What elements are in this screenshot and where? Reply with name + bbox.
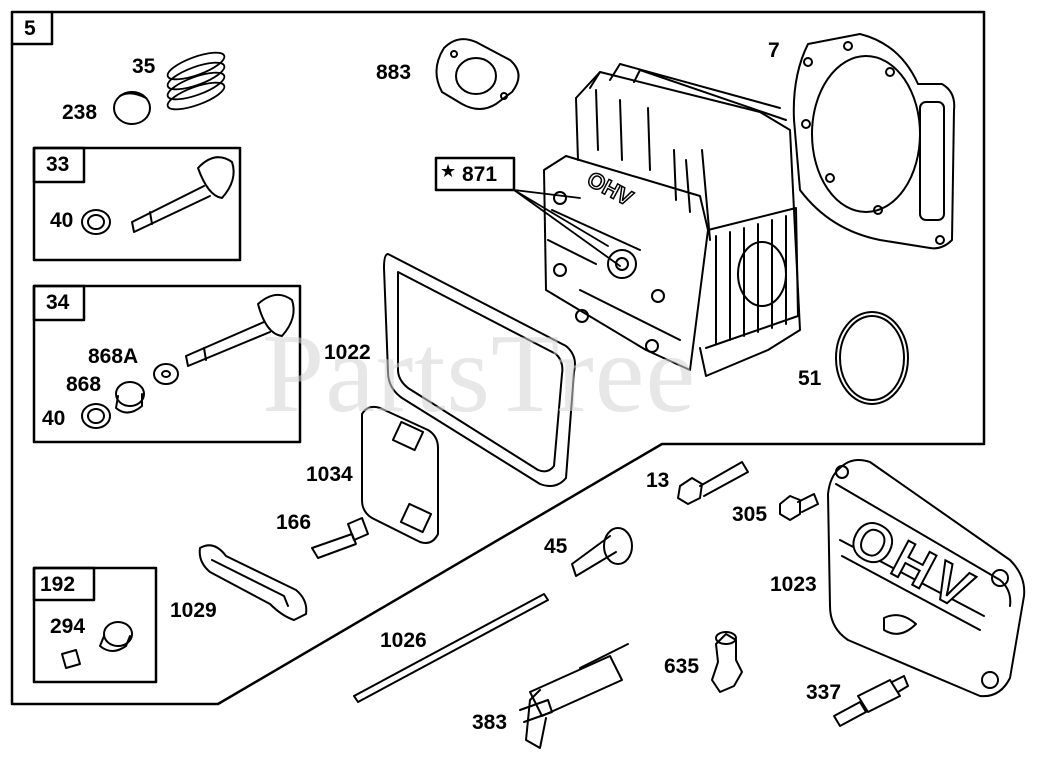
valve-cover-gasket-1022 bbox=[383, 253, 576, 487]
section-number: 5 bbox=[24, 17, 36, 40]
screw-305 bbox=[779, 493, 819, 521]
part-label-635[interactable]: 635 bbox=[664, 655, 700, 678]
part-label-51[interactable]: 51 bbox=[798, 367, 822, 390]
leader-lines-871 bbox=[513, 189, 621, 267]
part-label-305[interactable]: 305 bbox=[732, 503, 768, 526]
part-label-1026[interactable]: 1026 bbox=[380, 629, 427, 652]
part-label-7[interactable]: 7 bbox=[768, 39, 780, 62]
seal-868 bbox=[115, 381, 145, 414]
valve-cover-1023 bbox=[827, 459, 1026, 698]
part-label-40-a[interactable]: 40 bbox=[50, 209, 74, 232]
washer-868A bbox=[153, 363, 179, 385]
part-label-1022[interactable]: 1022 bbox=[324, 341, 371, 364]
breather-plate-1034 bbox=[361, 405, 439, 544]
retainer-40-a bbox=[81, 209, 111, 235]
kit-number-192: 192 bbox=[40, 573, 76, 596]
retainer-40-b bbox=[81, 403, 111, 429]
part-label-383[interactable]: 383 bbox=[472, 711, 508, 734]
kit-number-34: 34 bbox=[46, 291, 70, 314]
part-label-337[interactable]: 337 bbox=[806, 681, 842, 704]
section-number-box bbox=[10, 10, 54, 46]
push-rod-1026 bbox=[353, 593, 549, 703]
part-label-238[interactable]: 238 bbox=[62, 101, 98, 124]
tool-383 bbox=[519, 643, 629, 749]
label-box-871 bbox=[434, 156, 516, 192]
star-icon: ★ bbox=[440, 161, 457, 182]
kit-number-33: 33 bbox=[46, 153, 70, 176]
intake-gasket-883 bbox=[435, 38, 520, 110]
valve-spring-35 bbox=[166, 51, 226, 111]
o-ring-51 bbox=[835, 311, 909, 405]
fitting-635 bbox=[711, 631, 743, 693]
part-label-166[interactable]: 166 bbox=[276, 511, 312, 534]
part-label-1023[interactable]: 1023 bbox=[770, 573, 817, 596]
part-label-35[interactable]: 35 bbox=[132, 55, 156, 78]
valve-34 bbox=[185, 293, 295, 367]
part-label-871[interactable]: 871 bbox=[462, 163, 498, 186]
kit-box-192-tab bbox=[32, 566, 96, 602]
part-label-294[interactable]: 294 bbox=[50, 615, 86, 638]
spark-plug-337 bbox=[833, 675, 909, 727]
kit-box-33-tab bbox=[32, 146, 86, 184]
part-label-1034[interactable]: 1034 bbox=[306, 463, 353, 486]
part-label-45[interactable]: 45 bbox=[544, 535, 568, 558]
kit-box-34-tab bbox=[32, 284, 86, 322]
part-label-13[interactable]: 13 bbox=[646, 469, 670, 492]
push-rod-guide-45 bbox=[571, 527, 633, 577]
part-label-1029[interactable]: 1029 bbox=[170, 599, 217, 622]
cylinder-head bbox=[543, 63, 801, 377]
part-label-883[interactable]: 883 bbox=[376, 61, 412, 84]
valve-cap-238 bbox=[113, 91, 151, 125]
screw-294 bbox=[61, 621, 133, 669]
section-outline bbox=[10, 10, 986, 706]
part-label-40-b[interactable]: 40 bbox=[42, 407, 66, 430]
head-gasket-7 bbox=[792, 33, 956, 250]
kit-box-33 bbox=[32, 146, 242, 262]
stud-166 bbox=[311, 517, 369, 559]
part-label-868A[interactable]: 868A bbox=[88, 345, 139, 368]
valve-33 bbox=[131, 156, 235, 233]
part-label-868[interactable]: 868 bbox=[66, 373, 102, 396]
deflector-1029 bbox=[198, 544, 308, 621]
kit-box-34 bbox=[32, 284, 302, 444]
bolt-13 bbox=[677, 461, 749, 505]
